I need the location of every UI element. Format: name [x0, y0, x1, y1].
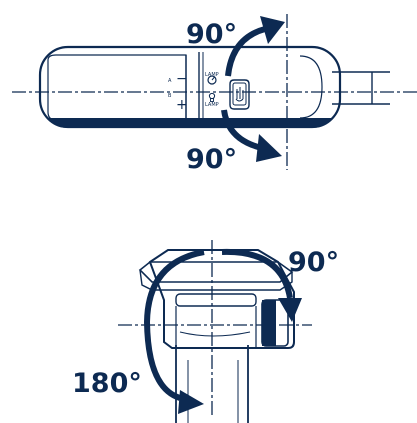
side-view: 90° 180° [72, 240, 339, 423]
left-rotation-arrow [143, 249, 205, 414]
mode-b-marking: B [168, 93, 172, 99]
mode-a-marking: A [168, 78, 172, 84]
mounting-arm [332, 71, 390, 105]
plus-marking: + [176, 97, 188, 113]
right-angle-label: 90° [288, 247, 339, 278]
bulb-icon [208, 92, 216, 100]
left-angle-label: 180° [72, 368, 142, 399]
clamp-head [138, 249, 295, 349]
right-rotation-arrow [221, 248, 302, 322]
upper-angle-label: 90° [186, 19, 237, 50]
lower-angle-label: 90° [186, 144, 237, 175]
sensor-window [229, 79, 250, 110]
device-body [38, 45, 342, 129]
minus-marking: − [176, 71, 188, 87]
lamp-a-marking: LAMP [205, 102, 219, 108]
lower-rotation-arrow [221, 109, 282, 162]
hand-icon [235, 87, 244, 102]
mounting-pole [175, 345, 249, 423]
lamp-b-marking: LAMP [205, 72, 219, 78]
top-view: − + A B LAMP LAMP 90° 90° [12, 14, 417, 175]
dial-icon [207, 75, 217, 85]
upper-rotation-arrow [225, 16, 285, 77]
control-panel: − + A B LAMP LAMP [168, 71, 250, 113]
